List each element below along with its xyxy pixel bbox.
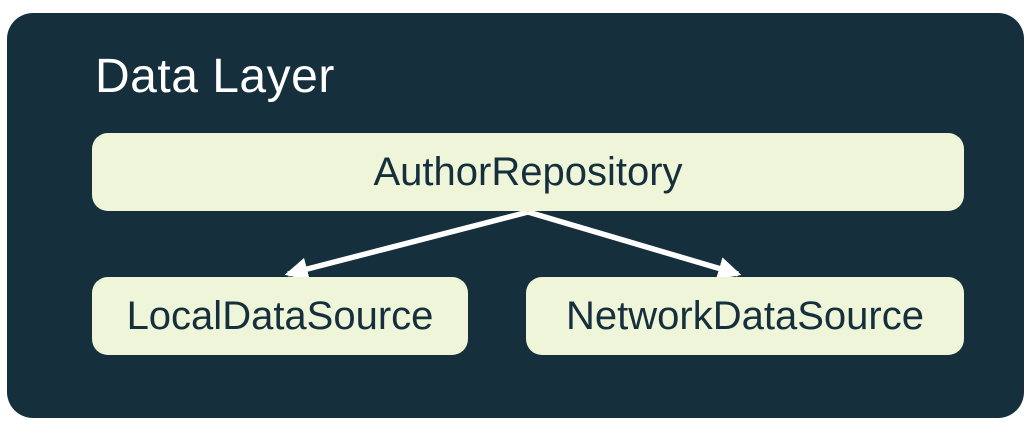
arrow-repository-to-local — [284, 209, 529, 281]
data-layer-container: Data Layer AuthorRepository LocalDataSou… — [7, 13, 1024, 418]
arrow-repository-to-network — [527, 209, 742, 280]
node-author-repository: AuthorRepository — [92, 133, 964, 211]
node-network-data-source-label: NetworkDataSource — [566, 293, 924, 338]
node-local-data-source-label: LocalDataSource — [126, 293, 434, 338]
node-network-data-source: NetworkDataSource — [526, 277, 964, 355]
diagram-title: Data Layer — [95, 50, 335, 103]
node-author-repository-label: AuthorRepository — [373, 149, 683, 194]
node-local-data-source: LocalDataSource — [92, 277, 468, 355]
